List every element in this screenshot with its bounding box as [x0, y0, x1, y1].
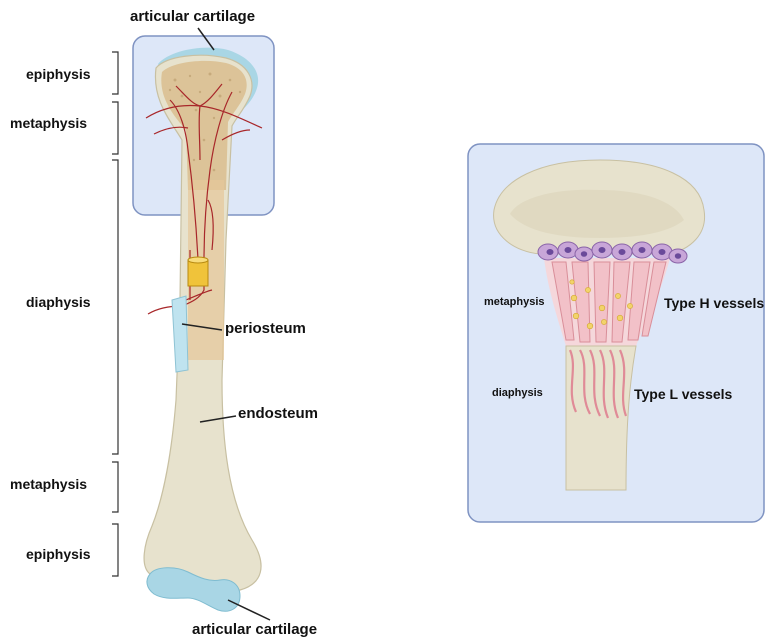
- label-articular-cartilage-top: articular cartilage: [130, 8, 255, 25]
- bone-section-top: [188, 257, 208, 263]
- label-diaphysis: diaphysis: [26, 294, 91, 310]
- inset-label-metaphysis: metaphysis: [484, 296, 545, 308]
- bracket-metaphysis-bottom: [112, 462, 118, 512]
- pointer-articular-bottom: [228, 600, 270, 620]
- label-periosteum: periosteum: [225, 320, 306, 337]
- label-endosteum: endosteum: [238, 405, 318, 422]
- inset-label-diaphysis: diaphysis: [492, 387, 543, 399]
- label-articular-cartilage-bottom: articular cartilage: [192, 621, 317, 638]
- label-epiphysis-top: epiphysis: [26, 66, 91, 82]
- label-metaphysis-top: metaphysis: [10, 115, 87, 131]
- periosteum-sleeve: [172, 296, 188, 372]
- label-metaphysis-bottom: metaphysis: [10, 476, 87, 492]
- bracket-diaphysis: [112, 160, 118, 454]
- inset-diaphysis: [566, 346, 636, 490]
- region-brackets: [112, 52, 118, 576]
- bracket-epiphysis-bottom: [112, 524, 118, 576]
- inset-label-type-l-vessels: Type L vessels: [634, 386, 732, 402]
- bracket-metaphysis-top: [112, 102, 118, 154]
- bone-section-cylinder: [188, 260, 208, 286]
- inset-label-type-h-vessels: Type H vessels: [664, 295, 764, 311]
- bracket-epiphysis-top: [112, 52, 118, 94]
- label-epiphysis-bottom: epiphysis: [26, 546, 91, 562]
